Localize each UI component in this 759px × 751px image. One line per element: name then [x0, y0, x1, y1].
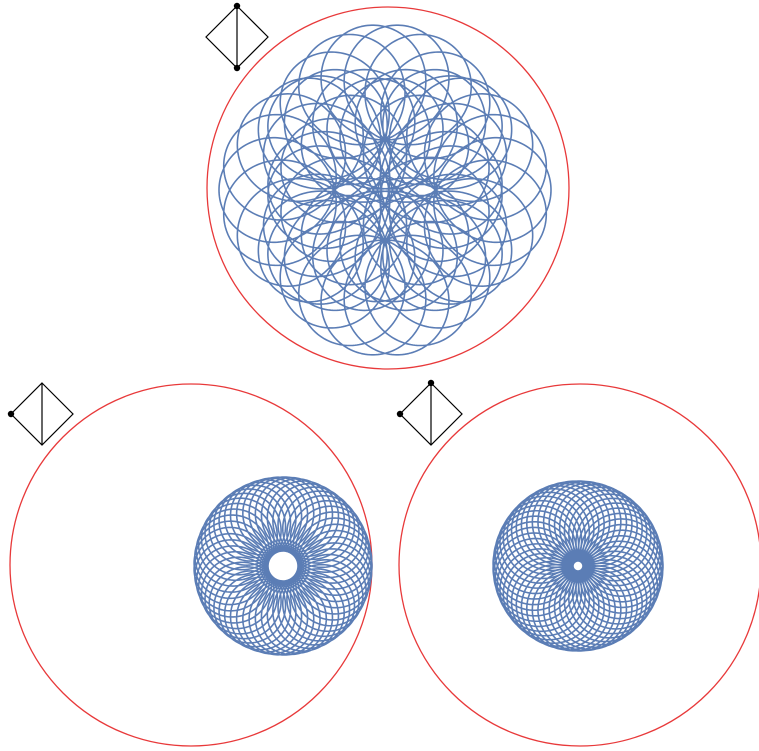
spirograph-curve: [218, 24, 552, 356]
glyph-dot: [396, 410, 404, 418]
panel-bottom-left: [7, 382, 373, 747]
diamond-glyph-icon: [396, 379, 463, 446]
boundary-circle: [206, 6, 570, 370]
glyph-dot: [427, 379, 435, 387]
spirograph-curve: [193, 476, 373, 656]
panel-bottom-right: [396, 379, 759, 747]
glyph-dot: [233, 64, 241, 72]
panel-top: [205, 2, 570, 370]
boundary-circle: [398, 383, 759, 747]
spirograph-curve: [492, 480, 664, 652]
diamond-glyph-icon: [7, 382, 74, 446]
glyph-dot: [7, 410, 15, 418]
glyph-dot: [233, 2, 241, 10]
diamond-glyph-icon: [205, 2, 269, 72]
